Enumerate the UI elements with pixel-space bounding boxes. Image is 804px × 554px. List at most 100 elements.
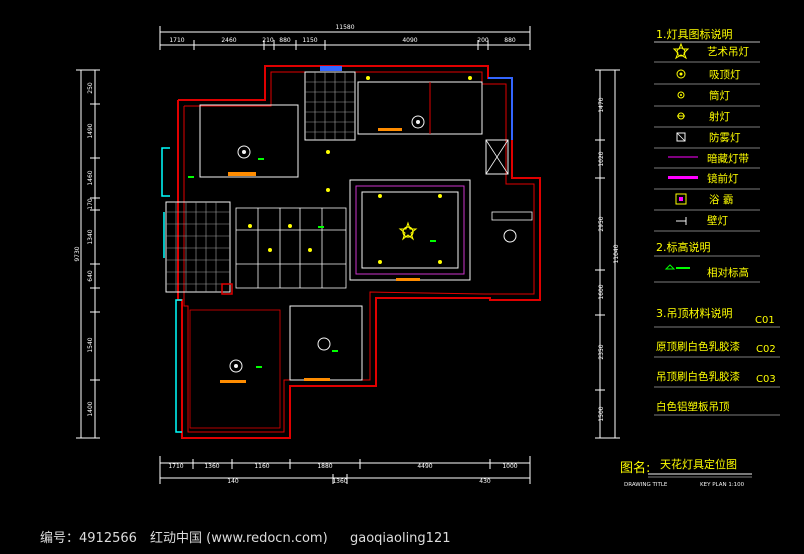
legend-item-label: 艺术吊灯	[707, 46, 749, 58]
top-dim-5: 1150	[302, 37, 317, 44]
legend-item-label: 镜前灯	[707, 172, 739, 185]
inner-wall	[183, 71, 535, 433]
bottom-sub-1: 140	[227, 478, 239, 485]
bottom-dim-4: 1880	[317, 463, 332, 470]
watermark-footer: 编号：4912566 红动中国 (www.redocn.com) gaoqiao…	[0, 524, 804, 554]
lamps	[188, 76, 517, 373]
ceiling-lamp-icon	[229, 359, 243, 373]
bottom-sub-2: 1360	[332, 478, 347, 485]
ceiling-lamp-icon	[676, 69, 686, 79]
right-dimension-chain	[595, 69, 620, 439]
legend-panel: 1.灯具图标说明 艺术吊灯 吸顶灯 筒灯 射灯 防	[654, 27, 780, 416]
bottom-dim-6: 1000	[502, 463, 517, 470]
material-code: C02	[756, 344, 776, 355]
ceiling-lamp-icon	[237, 145, 251, 159]
top-dimension-chain	[159, 26, 531, 50]
right-dimension-labels: 1470 1020 2950 1600 2350 1500 11040	[598, 97, 620, 421]
bedroom-2-ceiling	[189, 309, 281, 429]
legend-section3-title: 3.吊顶材料说明	[656, 306, 733, 320]
downlight-icon	[378, 260, 382, 264]
legend-item-label: 防雾灯	[709, 131, 741, 144]
ceiling-lamp-icon	[503, 229, 517, 243]
downlight-icon	[438, 194, 442, 198]
left-dim-4: 170	[87, 198, 94, 210]
downlight-icon	[366, 76, 370, 80]
wall-lamp-icon	[676, 217, 687, 225]
bottom-dimension-labels: 1710 1360 1160 1880 4490 1000 140 1360 4…	[168, 463, 517, 485]
hidden-light-strip	[355, 185, 465, 275]
downlight-icon	[268, 248, 272, 252]
elevation-marker-icon	[664, 264, 690, 270]
left-dim-6: 640	[87, 270, 94, 282]
top-overall-dim: 11580	[335, 24, 354, 31]
art-chandelier-icon	[398, 221, 418, 241]
ceiling-lamp-icon	[317, 337, 331, 351]
downlight-icon	[468, 76, 472, 80]
downlight-icon	[677, 91, 685, 99]
bedroom-1-ceiling	[199, 104, 299, 178]
legend-item-label: 吸顶灯	[709, 69, 741, 81]
left-dim-1: 250	[87, 82, 94, 94]
bottom-dimension-chain	[159, 456, 531, 484]
downlight-icon	[308, 248, 312, 252]
bottom-dim-3: 1160	[254, 463, 269, 470]
top-dim-3: 210	[262, 37, 274, 44]
material-code: C03	[756, 374, 776, 385]
bottom-dim-5: 4490	[417, 463, 432, 470]
downlight-icon	[326, 150, 330, 154]
image-id: 编号：4912566	[40, 531, 137, 546]
top-dim-2: 2460	[221, 37, 236, 44]
mirror-lamp-icon	[668, 176, 698, 179]
legend-section1-title: 1.灯具图标说明	[656, 27, 733, 41]
spotlight-icon	[677, 112, 685, 120]
bathroom-grid	[304, 71, 356, 141]
legend-section2-title: 2.标高说明	[656, 240, 711, 254]
downlight-icon	[438, 260, 442, 264]
downlight-icon	[326, 188, 330, 192]
material-label: 吊顶刷白色乳胶漆	[656, 370, 740, 383]
elevation-label: 相对标高	[707, 266, 749, 279]
art-chandelier-icon	[672, 42, 690, 60]
right-dim-5: 2350	[598, 344, 605, 359]
living-room-ceiling-outer	[349, 179, 471, 281]
master-bedroom-ceiling	[357, 81, 483, 135]
downlight-icon	[248, 224, 252, 228]
floor-plan	[161, 65, 541, 439]
bath-ceiling	[289, 305, 363, 381]
drawing-title-en: DRAWING TITLE	[624, 482, 668, 488]
bottom-sub-3: 430	[479, 478, 491, 485]
downlight-icon	[378, 194, 382, 198]
title-prefix: 图名:	[620, 460, 650, 476]
left-dim-2: 1490	[87, 123, 94, 138]
top-dim-6: 4090	[402, 37, 417, 44]
legend-item-label: 暗藏灯带	[707, 152, 749, 165]
room-tag	[228, 172, 256, 176]
right-dim-1: 1470	[598, 97, 605, 112]
bottom-dim-1: 1710	[168, 463, 183, 470]
left-dim-8: 1400	[87, 401, 94, 416]
fog-lamp-icon	[676, 132, 686, 142]
top-dimension-labels: 11580 1710 2460 210 880 1150 4090 200 88…	[169, 24, 516, 44]
top-dim-7: 200	[477, 37, 489, 44]
title-block: 图名: 天花灯具定位图 DRAWING TITLE KEY PLAN 1:100	[620, 457, 752, 488]
windows	[161, 147, 182, 433]
left-overall-dim: 9730	[74, 246, 81, 261]
living-room-ceiling-inner	[361, 191, 459, 269]
bath-heater-icon	[675, 193, 687, 205]
right-dim-4: 1600	[598, 284, 605, 299]
right-dim-3: 2950	[598, 216, 605, 231]
legend-item-label: 筒灯	[709, 89, 730, 102]
kitchen-grid	[165, 201, 231, 293]
drawing-title: 天花灯具定位图	[660, 457, 737, 471]
top-dim-4: 880	[279, 37, 291, 44]
downlight-icon	[288, 224, 292, 228]
corridor-ceiling	[235, 207, 347, 289]
legend-item-label: 射灯	[709, 110, 730, 123]
left-dimension-labels: 250 1490 1460 170 1340 640 1540 1400 973…	[74, 82, 94, 417]
bottom-dim-2: 1360	[204, 463, 219, 470]
legend-item-label: 壁灯	[707, 214, 728, 227]
legend-item-label: 浴 霸	[709, 194, 733, 206]
material-label: 原顶刷白色乳胶漆	[656, 340, 740, 353]
right-dim-2: 1020	[598, 151, 605, 166]
